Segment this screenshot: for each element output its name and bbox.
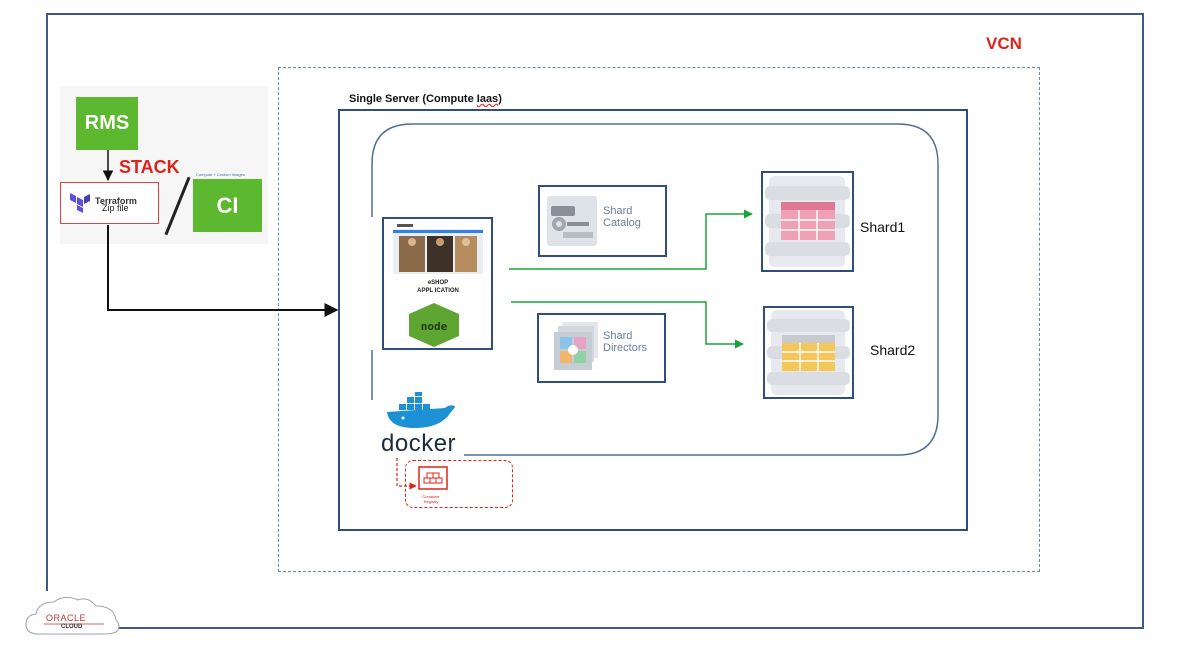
- server-title-underlined: Iaas: [476, 93, 499, 105]
- registry-label-line1: Container: [422, 494, 440, 499]
- vcn-label: VCN: [986, 34, 1022, 53]
- eshop-label-line2: APPL ICATION: [417, 288, 459, 294]
- terraform-label: Terraform: [95, 196, 137, 206]
- server-title-prefix: Single Server (Compute: [349, 93, 477, 105]
- eshop-to-shard1-arrow: [509, 209, 753, 270]
- shard2-database-icon: [767, 310, 850, 395]
- server-title: Single Server (Compute Iaas): [349, 93, 502, 105]
- node-icon: node: [409, 303, 459, 347]
- node-logo-text: node: [421, 320, 448, 333]
- shard1-database-icon: [765, 176, 850, 267]
- docker-label: docker: [381, 430, 457, 457]
- registry-label-line2: Registry: [423, 499, 439, 504]
- docker-to-registry-arrow: [396, 458, 417, 490]
- stack-label: STACK: [119, 157, 180, 177]
- oci-cloud-frame-left-edge: [46, 13, 48, 591]
- terraform-icon: [70, 193, 90, 213]
- shard-directors-label-line1: Shard: [603, 330, 633, 342]
- registry-icon: [418, 466, 448, 490]
- shard2-label: Shard2: [870, 342, 916, 358]
- ci-caption: Compute + Custom Images: [196, 172, 245, 177]
- oci-cloud-frame: [46, 13, 1144, 629]
- rms-tile: RMS: [76, 97, 138, 150]
- shard-directors-label: Shard Directors: [603, 330, 647, 354]
- deploy-arrow: [107, 225, 339, 317]
- ci-tile: CI: [193, 179, 262, 232]
- shard1-label: Shard1: [860, 219, 906, 235]
- shard-catalog-label-line2: Catalog: [603, 217, 641, 229]
- directors-icon: [554, 322, 598, 370]
- catalog-icon: [547, 196, 597, 246]
- oracle-cloud-label: CLOUD: [61, 624, 83, 630]
- oracle-cloud-icon: [25, 596, 120, 635]
- server-title-suffix: ): [498, 93, 502, 105]
- container-registry-label: Container Registry: [416, 494, 446, 504]
- eshop-label: eSHOP APPL ICATION: [388, 279, 488, 295]
- container-registry-box: [405, 460, 513, 508]
- shard-catalog-label: Shard Catalog: [603, 205, 641, 229]
- eshop-screenshot-thumbnail: [393, 222, 483, 274]
- shard-directors-label-line2: Directors: [603, 342, 648, 354]
- single-server-boundary: [338, 109, 968, 531]
- oracle-brand-label: ORACLE: [46, 613, 87, 623]
- terraform-zip-box: [60, 182, 159, 224]
- vcn-boundary: [278, 67, 1040, 572]
- zip-file-label: Zip file: [102, 203, 129, 213]
- eshop-label-line1: eSHOP: [427, 280, 449, 286]
- docker-host-outline: [371, 123, 939, 456]
- shard-catalog-label-line1: Shard: [603, 205, 633, 217]
- docker-whale-icon: [387, 392, 455, 428]
- eshop-to-shard2-arrow: [511, 301, 744, 349]
